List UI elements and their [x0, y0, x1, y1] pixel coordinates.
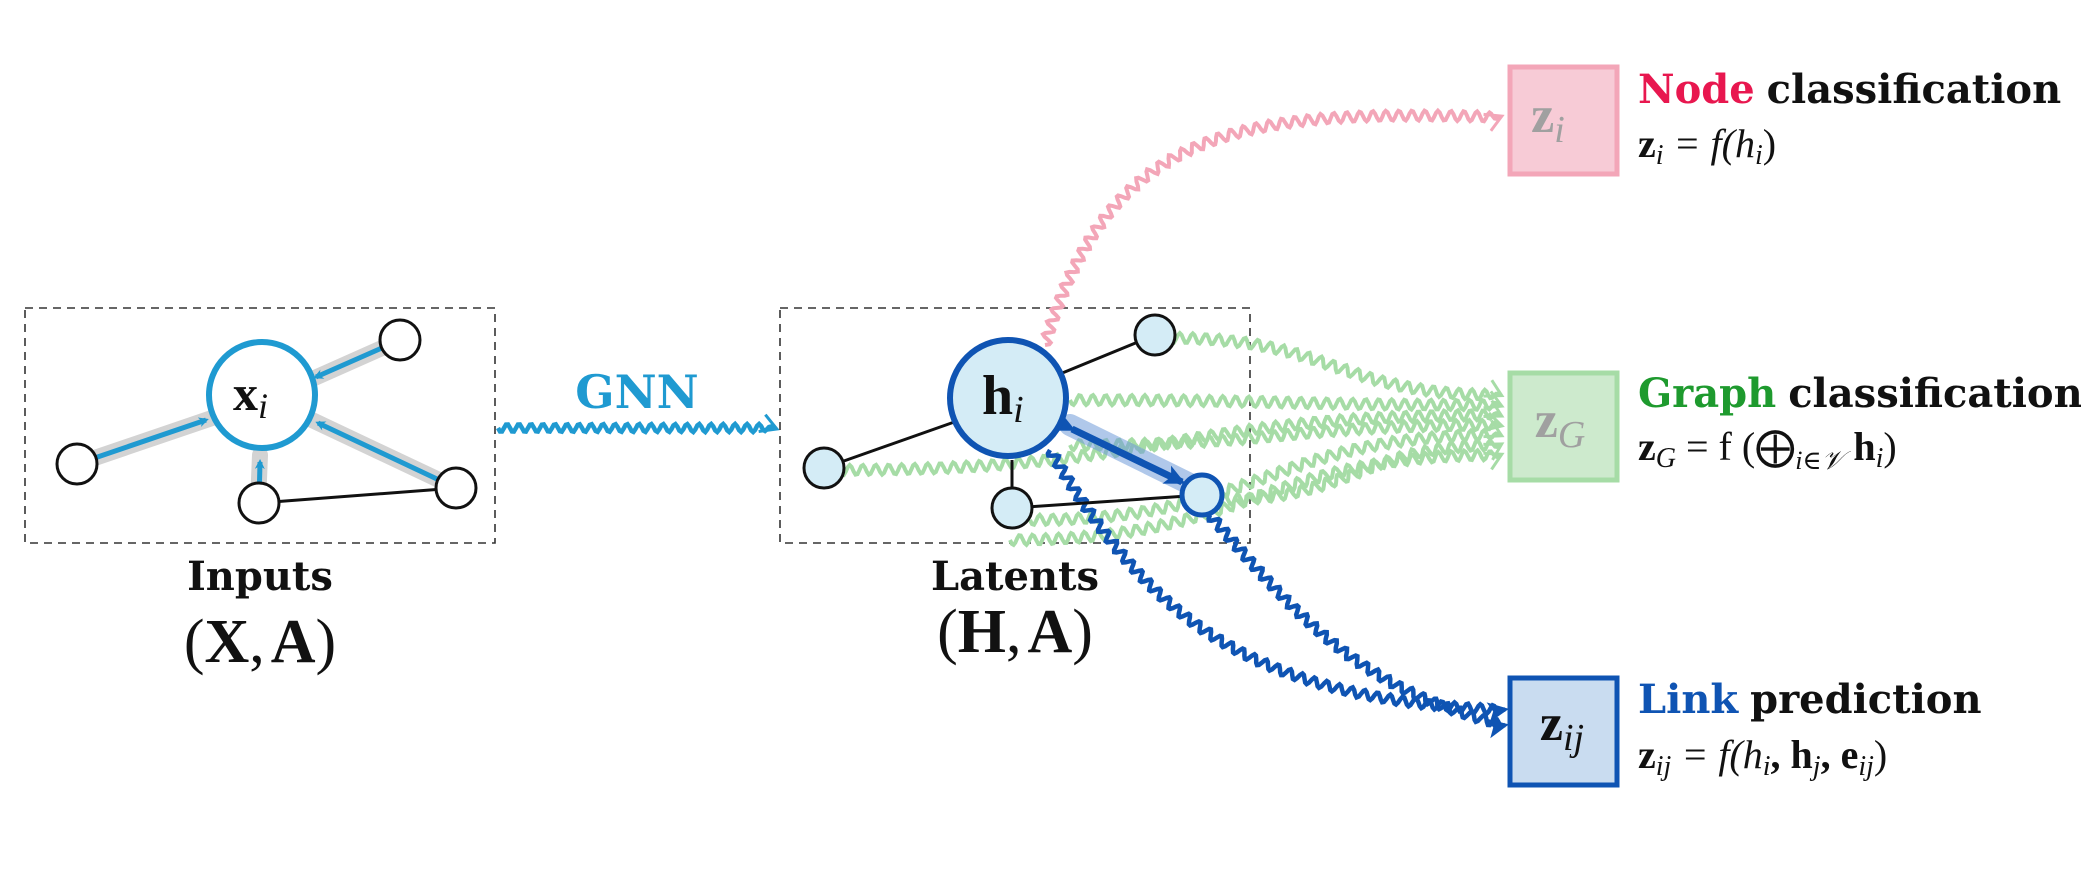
- graph-output-box: [1507, 370, 1620, 483]
- link-output-label: zij: [1540, 695, 1584, 759]
- gnn-label: GNN: [575, 365, 698, 419]
- latent-neighbor-node: [802, 446, 846, 490]
- node-output-box: [1507, 64, 1620, 177]
- graph-readout-arrow: [1028, 419, 1505, 528]
- latent-neighbor-node: [1133, 313, 1177, 357]
- inputs-tuple: (X,A): [184, 608, 336, 676]
- input-neighbor-node: [55, 442, 99, 486]
- gnn-transform: GNN: [496, 365, 780, 436]
- node-output-label: zi: [1531, 87, 1565, 151]
- inputs-dashed-frame: [24, 307, 496, 544]
- latents-tuple: (H,A): [937, 598, 1093, 666]
- latent-center-node-label: hi: [982, 365, 1024, 431]
- link-readout-arrow: [1206, 514, 1509, 739]
- inputs-panel: xi Inputs (X,A): [24, 307, 496, 676]
- input-neighbor-node: [237, 481, 281, 525]
- inputs-caption: Inputs: [187, 553, 333, 600]
- graph-readout-arrow: [1068, 390, 1505, 413]
- link-task-formula: zij = f(hi, hj, eij): [1638, 732, 1887, 782]
- inputs-edge: [258, 486, 457, 505]
- node-readout-arrow: [1040, 107, 1505, 347]
- latents-caption: Latents: [931, 553, 1099, 600]
- graph-output-label: zG: [1535, 392, 1586, 456]
- graph-readout-arrow: [1008, 447, 1505, 548]
- link-readout-arrow: [1045, 448, 1509, 723]
- node-task-formula: zi = f(hi): [1638, 121, 1776, 171]
- link-output-box: [1507, 675, 1620, 788]
- input-center-node: [206, 339, 318, 451]
- input-neighbor-node: [434, 466, 478, 510]
- link-double-arrow: [1052, 412, 1186, 486]
- latent-node-j: [1179, 472, 1225, 518]
- input-neighbor-node: [378, 318, 422, 362]
- graph-task-formula: zG = f (⨁i∈𝒱 hi): [1638, 424, 1897, 475]
- gnn-arrow: [496, 413, 780, 436]
- input-center-node-label: xi: [233, 365, 268, 426]
- graph-readout-arrows: [838, 330, 1505, 548]
- latents-panel: hi Latents (H,A): [779, 107, 1509, 739]
- latent-center-node: [947, 337, 1069, 459]
- graph-readout-arrow: [1168, 330, 1505, 402]
- latent-neighbor-node: [990, 486, 1034, 530]
